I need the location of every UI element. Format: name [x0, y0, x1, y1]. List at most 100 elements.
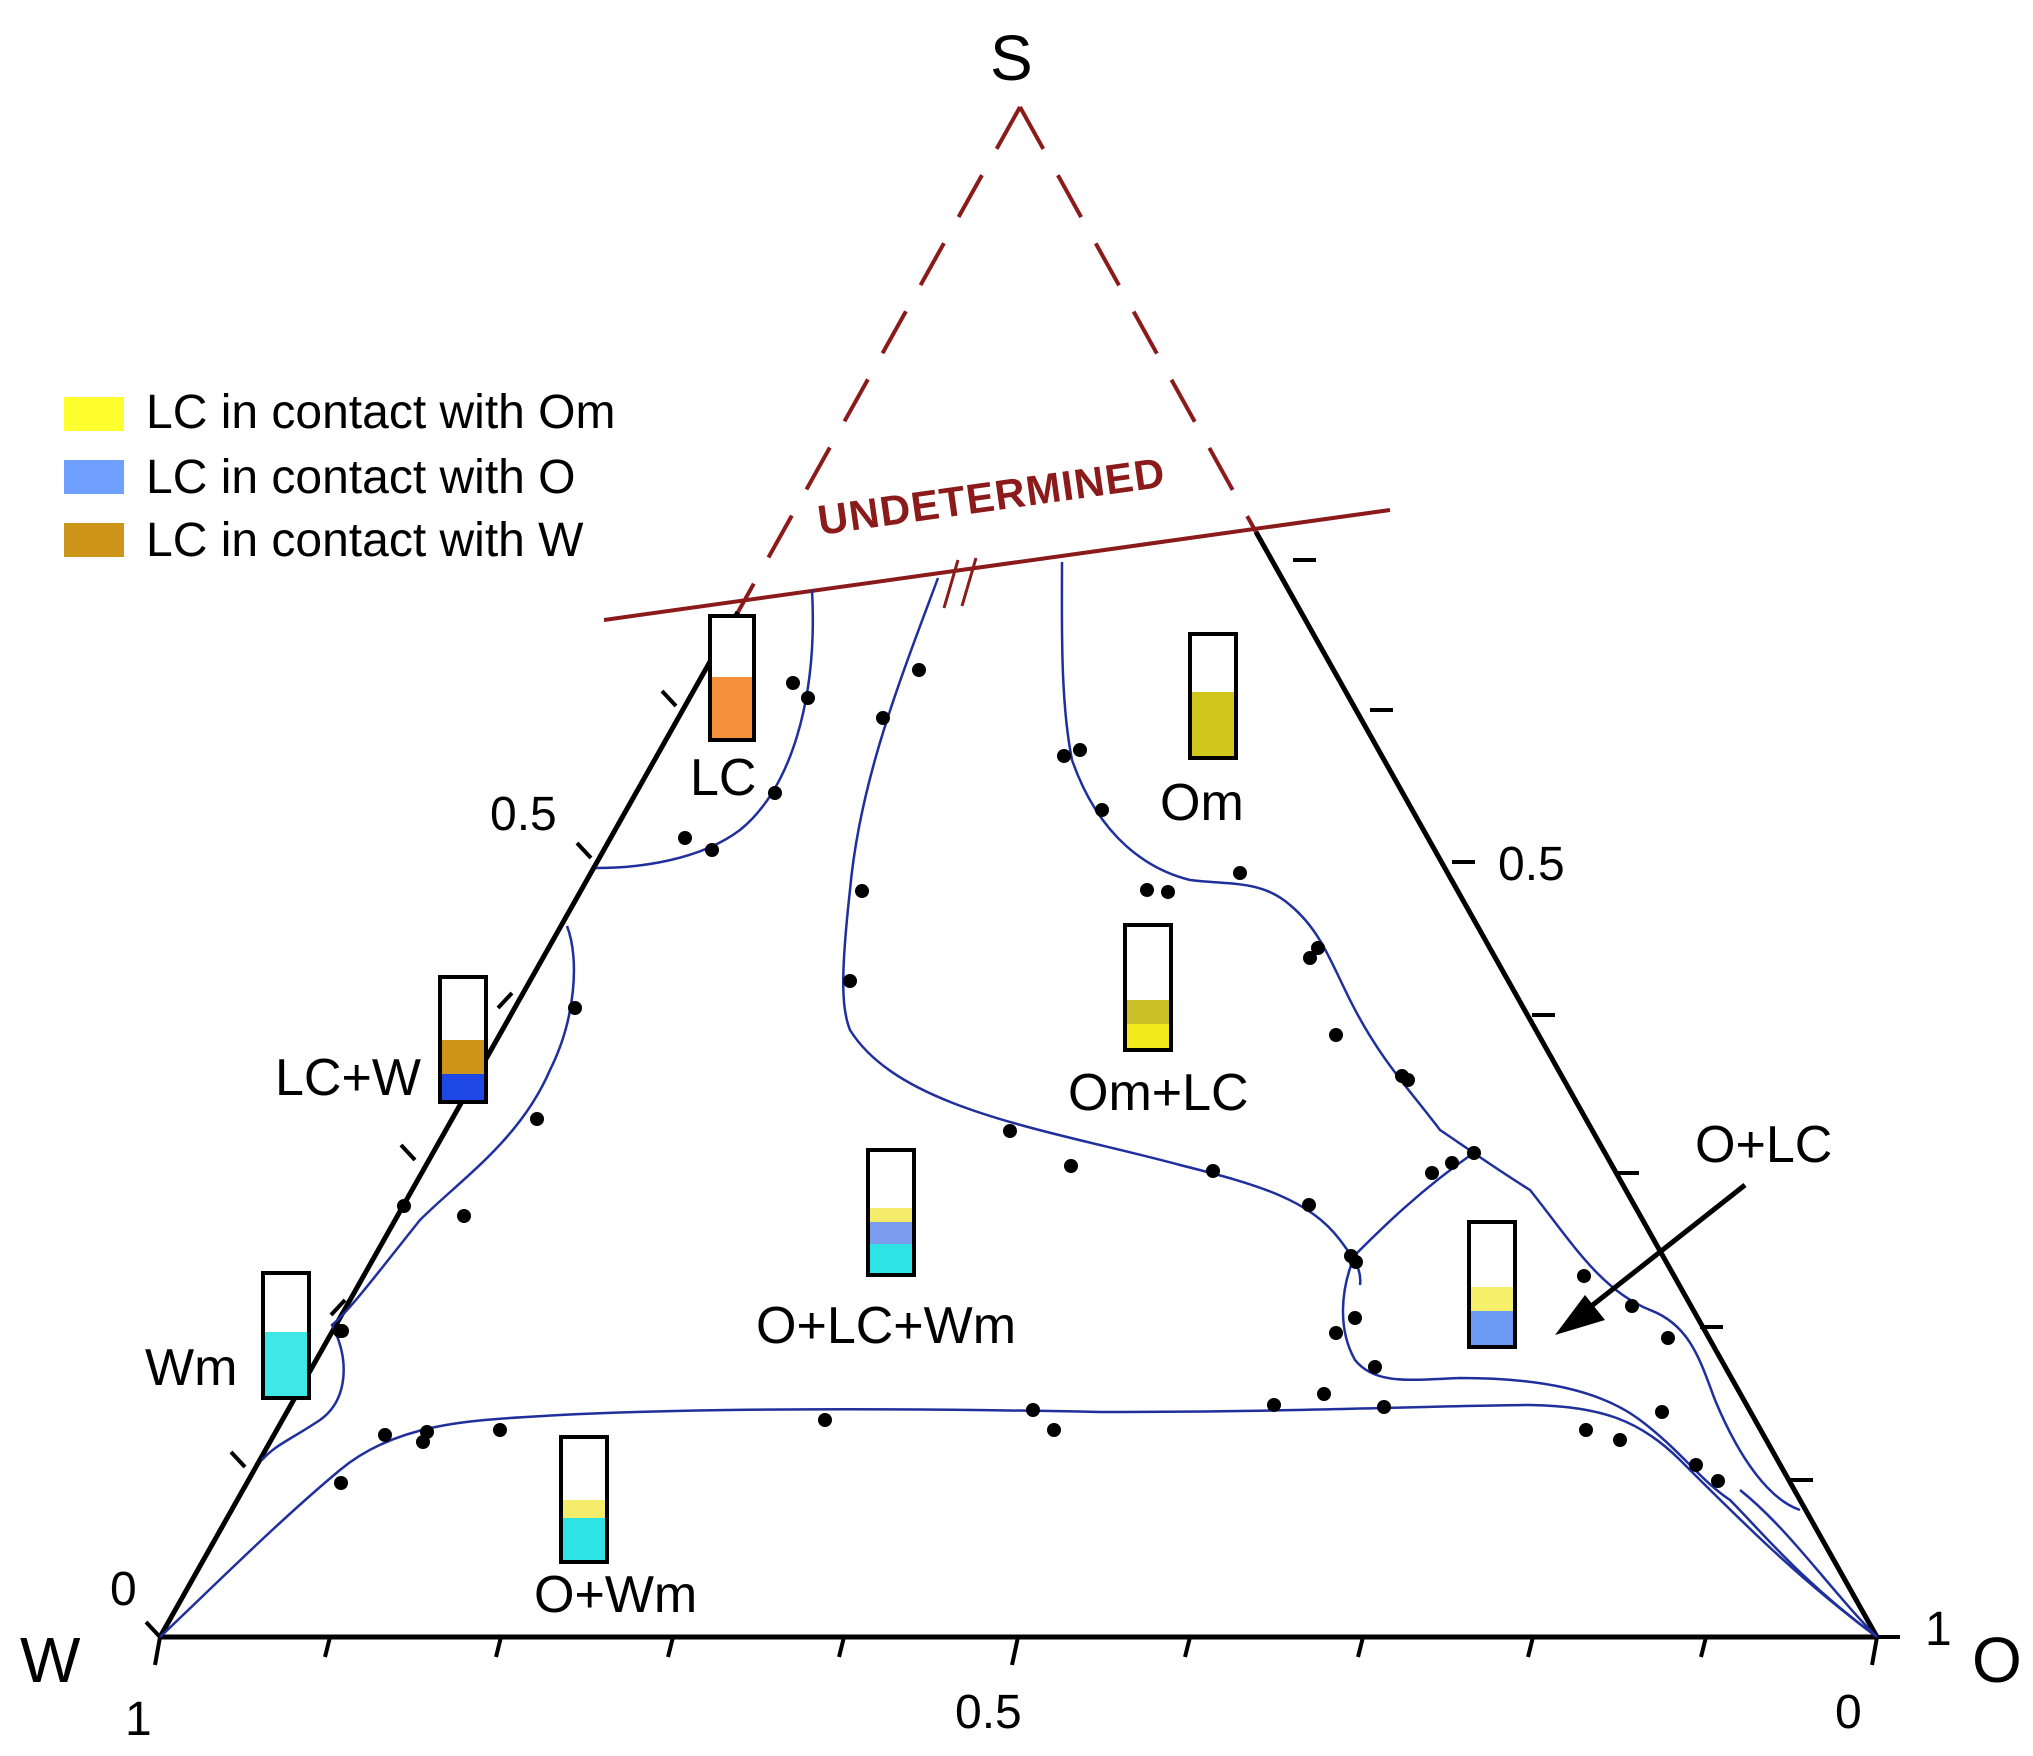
data-point — [1233, 866, 1247, 880]
legend-item-o: LC in contact with O — [64, 451, 576, 504]
undetermined-region: UNDETERMINED — [603, 106, 1391, 622]
left-edge-start-label: 0 — [110, 1563, 137, 1616]
boundary-o-lc-loop — [1341, 1150, 1878, 1639]
data-point — [1467, 1146, 1481, 1160]
data-point — [493, 1423, 507, 1437]
data-point — [1161, 885, 1175, 899]
tube-lc — [708, 614, 756, 742]
legend-label-o: LC in contact with O — [146, 451, 576, 504]
legend-label-w: LC in contact with W — [146, 514, 584, 567]
region-label-lc: LC — [690, 749, 756, 807]
data-point — [1401, 1073, 1415, 1087]
data-point — [333, 1324, 347, 1338]
data-point — [705, 843, 719, 857]
boundary-om-left — [842, 577, 1362, 1286]
legend-item-w: LC in contact with W — [64, 514, 584, 567]
data-point — [1329, 1326, 1343, 1340]
undetermined-cut-line — [603, 508, 1391, 622]
data-point — [397, 1199, 411, 1213]
data-point — [1425, 1166, 1439, 1180]
data-point — [1445, 1156, 1459, 1170]
data-point — [1057, 749, 1071, 763]
data-point — [1095, 803, 1109, 817]
data-point — [1625, 1299, 1639, 1313]
data-point — [1579, 1423, 1593, 1437]
data-point — [1317, 1387, 1331, 1401]
data-point — [568, 1001, 582, 1015]
boundary-lc — [595, 589, 814, 870]
region-label-om-lc: Om+LC — [1068, 1064, 1249, 1122]
data-point — [1140, 883, 1154, 897]
data-point — [1711, 1474, 1725, 1488]
legend-label-om: LC in contact with Om — [146, 386, 616, 439]
data-point — [1303, 951, 1317, 965]
data-point — [876, 711, 890, 725]
tube-wm — [261, 1271, 311, 1400]
data-point — [1026, 1403, 1040, 1417]
region-tubes: LC Om LC+W Om+LC Wm — [145, 614, 1832, 1624]
phase-boundaries — [159, 561, 1878, 1639]
vertex-label-w: W — [20, 1624, 81, 1696]
region-label-o-wm: O+Wm — [534, 1566, 697, 1624]
left-edge-mid-label: 0.5 — [490, 788, 557, 841]
data-point — [1047, 1423, 1061, 1437]
legend-swatch-o — [64, 460, 124, 494]
data-point — [801, 691, 815, 705]
vertex-label-s: S — [990, 22, 1033, 94]
legend-swatch-om — [64, 397, 124, 431]
ternary-axes — [157, 530, 1880, 1640]
region-label-wm: Wm — [145, 1339, 237, 1397]
boundary-lc-w — [261, 925, 576, 1461]
data-point — [1349, 1255, 1363, 1269]
region-label-lc-w: LC+W — [275, 1049, 421, 1107]
data-point — [1311, 941, 1325, 955]
data-point — [1655, 1405, 1669, 1419]
data-point — [1368, 1360, 1382, 1374]
tube-om — [1188, 632, 1238, 760]
data-point — [1206, 1164, 1220, 1178]
data-point — [1329, 1028, 1343, 1042]
data-point — [1661, 1331, 1675, 1345]
legend-swatch-w — [64, 523, 124, 557]
tube-om-lc — [1123, 923, 1173, 1052]
right-edge-mid-label: 0.5 — [1498, 838, 1565, 891]
region-label-o-lc: O+LC — [1695, 1116, 1832, 1174]
data-point — [457, 1209, 471, 1223]
legend-item-om: LC in contact with Om — [64, 386, 616, 439]
region-label-o-lc-wm: O+LC+Wm — [756, 1297, 1016, 1355]
right-edge — [1253, 530, 1880, 1639]
tube-o-lc-wm — [866, 1148, 916, 1277]
data-point — [1302, 1198, 1316, 1212]
data-point — [1613, 1433, 1627, 1447]
data-point — [378, 1428, 392, 1442]
bottom-edge-left-label: 1 — [125, 1693, 152, 1746]
right-vertex-value-label: 1 — [1925, 1603, 1952, 1656]
tube-o-lc — [1467, 1220, 1517, 1349]
data-point — [1073, 743, 1087, 757]
arrow-o-lc — [1555, 1183, 1747, 1335]
data-point — [818, 1413, 832, 1427]
data-point — [678, 831, 692, 845]
data-point — [1577, 1269, 1591, 1283]
data-point — [912, 663, 926, 677]
vertex-label-o: O — [1972, 1624, 2022, 1696]
data-point — [1064, 1159, 1078, 1173]
tick-marks — [144, 558, 1900, 1666]
data-point — [1348, 1311, 1362, 1325]
data-point — [1689, 1458, 1703, 1472]
data-point — [855, 884, 869, 898]
experimental-points — [333, 663, 1725, 1490]
data-point — [1003, 1124, 1017, 1138]
tube-o-wm — [559, 1435, 609, 1564]
data-point — [1267, 1398, 1281, 1412]
data-point — [843, 974, 857, 988]
tube-lc-w — [438, 975, 488, 1104]
boundary-bottom — [159, 1403, 1878, 1639]
region-label-om: Om — [1160, 774, 1244, 832]
boundary-om-right — [1060, 561, 1801, 1512]
data-point — [1377, 1400, 1391, 1414]
bottom-edge-mid-label: 0.5 — [955, 1686, 1022, 1739]
undetermined-label: UNDETERMINED — [815, 449, 1168, 544]
data-point — [530, 1112, 544, 1126]
